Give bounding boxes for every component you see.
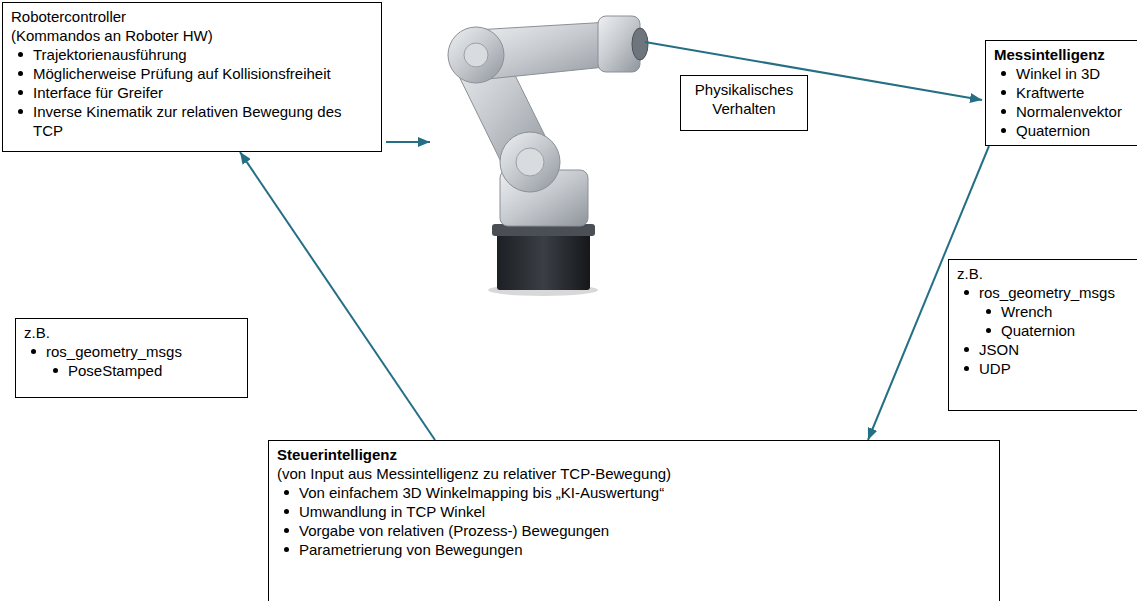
bullet-text: JSON bbox=[957, 340, 1134, 359]
example-box: z.B.ros_geometry_msgsWrenchQuaternionJSO… bbox=[948, 259, 1137, 411]
bullet-text: Winkel in 3D bbox=[994, 64, 1136, 83]
box-text: z.B. bbox=[957, 264, 1134, 283]
bullet-text: Möglicherweise Prüfung auf Kollisionsfre… bbox=[11, 64, 373, 83]
controller-box: Robotercontroller(Kommandos an Roboter H… bbox=[2, 2, 382, 152]
bullet-text: Von einfachem 3D Winkelmapping bis „KI-A… bbox=[277, 483, 991, 502]
bullet-text: Wrench bbox=[957, 302, 1134, 321]
bullet-text: ros_geometry_msgs bbox=[24, 342, 239, 361]
bullet-text: Vorgabe von relativen (Prozess-) Bewegun… bbox=[277, 521, 991, 540]
bullet-text: Trajektorienausführung bbox=[11, 45, 373, 64]
box-text: (von Input aus Messintelligenz zu relati… bbox=[277, 464, 991, 483]
robot-elbow bbox=[448, 27, 504, 83]
bullet-text: Interface für Greifer bbox=[11, 83, 373, 102]
robot-base bbox=[497, 232, 590, 290]
bullet-text: Quaternion bbox=[957, 321, 1134, 340]
robot-shoulder-cap bbox=[516, 148, 544, 176]
robot-flange bbox=[632, 28, 648, 60]
robot-shoulder bbox=[500, 132, 560, 192]
box-text: Physikalisches Verhalten bbox=[689, 80, 799, 118]
note-box: Physikalisches Verhalten bbox=[680, 75, 808, 131]
box-text: Robotercontroller bbox=[11, 7, 373, 26]
box-text: (Kommandos an Roboter HW) bbox=[11, 26, 373, 45]
box-text: z.B. bbox=[24, 323, 239, 342]
box-heading: Steuerintelligenz bbox=[277, 445, 991, 464]
bullet-text: Inverse Kinematik zur relativen Bewegung… bbox=[11, 102, 373, 140]
bullet-text: ros_geometry_msgs bbox=[957, 283, 1134, 302]
bullet-text: Kraftwerte bbox=[994, 83, 1136, 102]
command-arrow bbox=[386, 141, 430, 143]
measurement-box: MessintelligenzWinkel in 3DKraftwerteNor… bbox=[985, 40, 1137, 146]
control-box: Steuerintelligenz(von Input aus Messinte… bbox=[268, 440, 1000, 601]
bullet-text: Quaternion bbox=[994, 121, 1136, 140]
bullet-text: Parametrierung von Bewegungen bbox=[277, 540, 991, 559]
box-heading: Messintelligenz bbox=[994, 45, 1136, 64]
bullet-text: Normalenvektor bbox=[994, 102, 1136, 121]
bullet-text: Umwandlung in TCP Winkel bbox=[277, 502, 991, 521]
example-box: z.B.ros_geometry_msgsPoseStamped bbox=[15, 318, 248, 398]
flow-arrow bbox=[240, 152, 435, 440]
robot-elbow-cap bbox=[464, 43, 488, 67]
bullet-text: PoseStamped bbox=[24, 361, 239, 380]
bullet-text: UDP bbox=[957, 359, 1134, 378]
